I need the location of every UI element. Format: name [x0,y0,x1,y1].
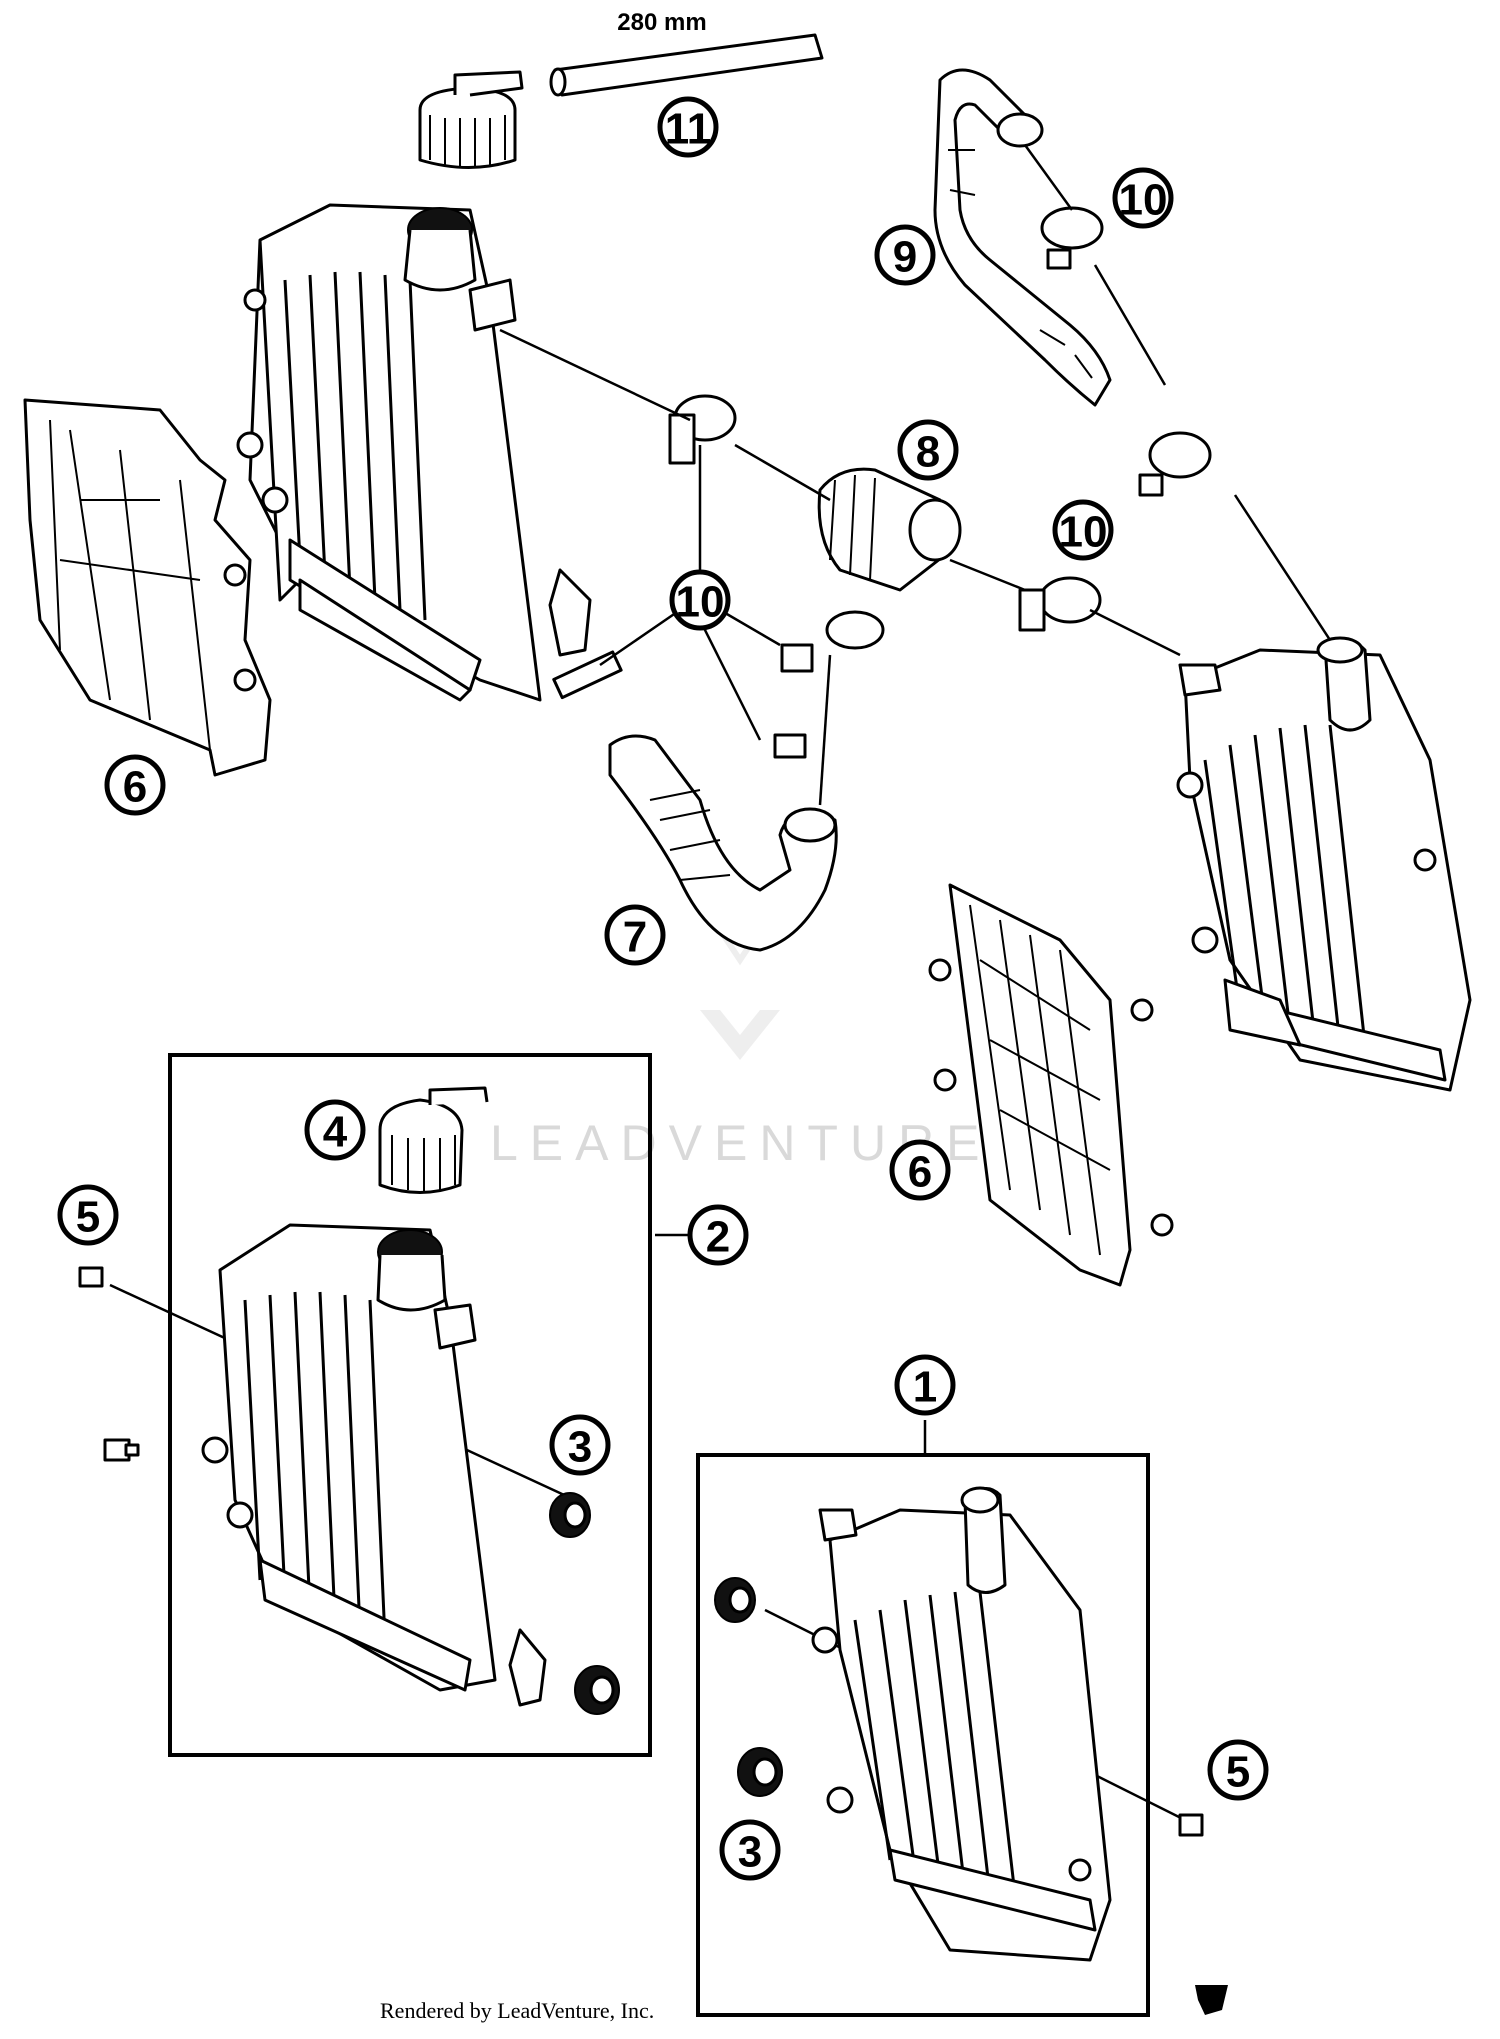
callout-number: 2 [706,1213,730,1262]
callout-number: 6 [908,1148,932,1197]
callout-7: 7 [604,904,666,966]
callout-number: 9 [893,233,917,282]
callout-circle [549,1414,611,1476]
callout-number: 5 [1226,1748,1250,1797]
callout-circle [897,419,959,481]
radiator-shroud-left [23,398,272,777]
callout-2: 2 [687,1204,749,1266]
grommet-3b [574,1665,620,1715]
grommet-3d [737,1747,783,1797]
screw-5a [78,1266,104,1288]
radiator-right-kit [811,1486,1112,1962]
radiator-right-upper [1176,636,1472,1092]
hose-dimension-label: 280 mm [617,9,706,36]
callout-number: 10 [676,578,725,627]
callout-number: 6 [123,763,147,812]
corner-mark-icon [1195,1985,1228,2015]
grommet-3c [714,1577,756,1623]
callout-number: 10 [1059,508,1108,557]
callout-number: 1 [913,1363,937,1412]
callout-layer: 11 10 9 8 10 10 6 7 6 4 5 2 3 1 5 3 [57,96,1269,1881]
callout-6: 6 [889,1139,951,1201]
callout-number: 8 [916,428,940,477]
callout-circle [874,224,936,286]
hose-connector-8 [817,467,962,592]
callout-number: 10 [1119,176,1168,225]
callout-circle [604,904,666,966]
radiator-shroud-right [928,883,1174,1287]
upper-hose-9 [933,68,1112,407]
callout-circle [894,1354,956,1416]
screw-5-loose [103,1438,140,1462]
callout-circle [657,96,719,158]
callout-circle [104,754,166,816]
lower-hose-7 [552,610,885,952]
grommet-3a [549,1492,591,1538]
callout-1: 1 [894,1354,956,1416]
callout-11: 11 [657,96,719,158]
kit-box-2 [168,1053,652,1757]
screw-5b [1178,1813,1204,1837]
callout-9: 9 [874,224,936,286]
callout-number: 5 [76,1193,100,1242]
radiator-cap-upper [418,70,524,169]
callout-6: 6 [104,754,166,816]
hose-280mm: 280 mm [549,9,824,97]
callout-8: 8 [897,419,959,481]
callout-5: 5 [57,1184,119,1246]
callout-circle [1112,167,1174,229]
callout-number: 7 [623,913,647,962]
callout-10: 10 [669,569,731,631]
callout-number: 4 [323,1108,348,1157]
hose-clamp-upper-b [1138,431,1212,497]
footer-credit: Rendered by LeadVenture, Inc. [380,1998,654,2023]
callout-circle [57,1184,119,1246]
callout-circle [1207,1739,1269,1801]
callout-circle [1052,499,1114,561]
callout-number: 3 [568,1423,592,1472]
kit-box-1 [696,1453,1150,2017]
hose-clamp-upper-a [1040,206,1104,270]
callout-circle [304,1099,366,1161]
callout-number: 11 [665,105,712,154]
callout-circle [669,569,731,631]
callout-3: 3 [719,1819,781,1881]
radiator-left-upper [236,203,592,702]
hose-clamp-middle-a [668,394,737,465]
radiator-left-kit [201,1223,547,1707]
watermark-logo [700,928,780,1060]
callout-number: 3 [738,1828,762,1877]
callout-circle [719,1819,781,1881]
hose-clamp-middle-b [1018,576,1102,632]
callout-10: 10 [1112,167,1174,229]
callout-circle [687,1204,749,1266]
radiator-cap-4 [378,1086,489,1194]
callout-circle [889,1139,951,1201]
callout-4: 4 [304,1099,366,1161]
callout-10: 10 [1052,499,1114,561]
callout-5: 5 [1207,1739,1269,1801]
callout-3: 3 [549,1414,611,1476]
